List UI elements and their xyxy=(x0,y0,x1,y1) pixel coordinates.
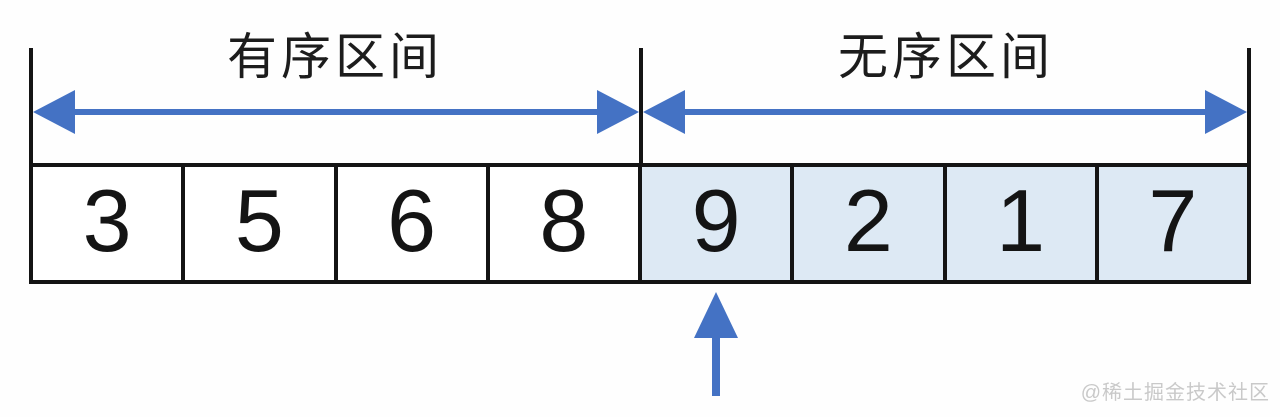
arrow-shaft xyxy=(65,109,607,115)
cell-value: 2 xyxy=(843,170,893,270)
arrowhead-right-icon xyxy=(1205,90,1247,134)
cell-value: 8 xyxy=(539,170,589,270)
cell-value: 3 xyxy=(82,170,132,270)
cell-value: 9 xyxy=(691,170,741,270)
up-arrowhead-icon xyxy=(694,292,738,338)
sorted-region-label: 有序区间 xyxy=(227,29,443,85)
unsorted-region-label: 无序区间 xyxy=(838,29,1054,85)
array-cell: 8 xyxy=(485,167,638,280)
current-element-pointer xyxy=(694,292,738,398)
cell-value: 7 xyxy=(1148,170,1198,270)
left-boundary-tick xyxy=(29,48,33,165)
array-cell: 3 xyxy=(33,167,182,280)
arrowhead-right-icon xyxy=(597,90,639,134)
array-cell: 2 xyxy=(790,167,943,280)
cell-value: 1 xyxy=(996,170,1046,270)
array-cell: 6 xyxy=(333,167,486,280)
arrow-shaft xyxy=(675,109,1215,115)
array-cell: 9 xyxy=(638,167,791,280)
unsorted-range-arrow xyxy=(643,90,1247,134)
right-boundary-tick xyxy=(1247,48,1251,165)
middle-boundary-tick xyxy=(639,48,643,165)
array-cell: 1 xyxy=(942,167,1095,280)
pointer-stem xyxy=(712,336,720,396)
array-cell: 7 xyxy=(1094,167,1247,280)
array-cell: 5 xyxy=(181,167,334,280)
sorted-range-arrow xyxy=(33,90,639,134)
cell-value: 5 xyxy=(234,170,284,270)
watermark: @稀土掘金技术社区 xyxy=(1080,382,1270,404)
cell-value: 6 xyxy=(387,170,437,270)
array-row: 3 5 6 8 9 2 1 7 xyxy=(29,163,1251,284)
